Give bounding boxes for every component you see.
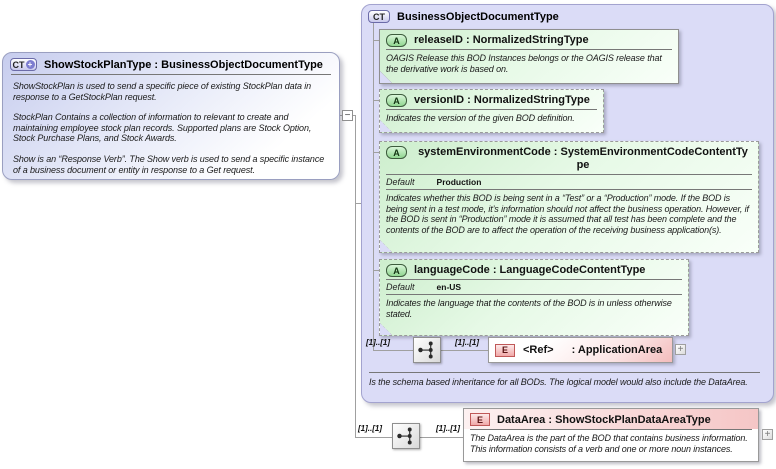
attribute-description: Indicates the language that the contents… xyxy=(386,298,672,319)
bod-title: BusinessObjectDocumentType xyxy=(397,10,559,23)
attribute-icon: A xyxy=(386,34,407,47)
divider xyxy=(470,429,752,430)
attribute-title: versionID : NormalizedStringType xyxy=(414,94,590,106)
element-type-label: : ApplicationArea xyxy=(571,344,663,356)
showstockplantype-annotation: ShowStockPlan is used to send a specific… xyxy=(3,75,339,175)
divider xyxy=(386,174,752,175)
element-ref-label: <Ref> xyxy=(523,344,554,356)
collapse-toggle-button[interactable]: − xyxy=(342,110,353,121)
ct-letters: CT xyxy=(12,59,25,70)
annotation-paragraph: Show is an “Response Verb”. The Show ver… xyxy=(13,153,325,175)
showstockplantype-node[interactable]: CT + ShowStockPlanType : BusinessObjectD… xyxy=(2,52,340,180)
attribute-systemenvironmentcode[interactable]: A systemEnvironmentCode : SystemEnvironm… xyxy=(379,141,759,253)
complex-type-icon: CT xyxy=(368,10,390,23)
element-title: DataArea : ShowStockPlanDataAreaType xyxy=(497,413,711,426)
default-row: Default Production xyxy=(380,175,758,189)
complex-type-extension-icon: CT + xyxy=(10,58,37,71)
element-header: E DataArea : ShowStockPlanDataAreaType xyxy=(464,409,758,429)
expand-dataarea-button[interactable]: + xyxy=(762,429,773,440)
connector-to-base-type xyxy=(355,203,362,204)
attribute-description: OAGIS Release this BOD Instances belongs… xyxy=(386,53,662,74)
expand-applicationarea-button[interactable]: + xyxy=(675,344,686,355)
attribute-languagecode[interactable]: A languageCode : LanguageCodeContentType… xyxy=(379,259,689,336)
attribute-icon: A xyxy=(386,264,407,277)
attribute-title: releaseID : NormalizedStringType xyxy=(414,34,589,46)
bod-annotation: Is the schema based inheritance for all … xyxy=(369,377,748,387)
tree-tick xyxy=(373,270,379,271)
cardinality-label: [1]..[1] xyxy=(358,424,382,433)
divider xyxy=(11,74,331,75)
attribute-tree-line xyxy=(373,23,374,350)
attribute-header: A releaseID : NormalizedStringType xyxy=(380,30,678,49)
attribute-header: A systemEnvironmentCode : SystemEnvironm… xyxy=(380,142,758,174)
derived-plus-icon: + xyxy=(25,60,35,69)
divider xyxy=(386,49,672,50)
attribute-header: A versionID : NormalizedStringType xyxy=(380,90,603,109)
default-value: en-US xyxy=(436,282,462,292)
connector-to-dataarea xyxy=(420,437,463,438)
attribute-versionid[interactable]: A versionID : NormalizedStringType Indic… xyxy=(379,89,604,133)
tree-tick xyxy=(373,40,379,41)
tree-tick xyxy=(373,152,379,153)
cardinality-label: [1]..[1] xyxy=(455,338,479,347)
corner-bevel xyxy=(380,323,392,335)
divider xyxy=(386,279,682,280)
divider xyxy=(369,372,760,373)
attribute-description: Indicates the version of the given BOD d… xyxy=(386,113,575,123)
bod-header: CT BusinessObjectDocumentType xyxy=(362,5,773,25)
sequence-icon[interactable] xyxy=(413,337,441,363)
annotation-paragraph: StockPlan Contains a collection of infor… xyxy=(13,112,312,144)
connector-trunk xyxy=(355,115,356,437)
divider xyxy=(386,189,752,190)
attribute-icon: A xyxy=(386,94,407,107)
element-icon: E xyxy=(470,413,490,426)
attribute-title: languageCode : LanguageCodeContentType xyxy=(414,264,646,276)
divider xyxy=(386,109,597,110)
attribute-releaseid[interactable]: A releaseID : NormalizedStringType OAGIS… xyxy=(379,29,679,84)
default-label: Default xyxy=(386,177,415,187)
sequence-glyph xyxy=(418,341,433,359)
tree-tick xyxy=(441,350,488,351)
divider xyxy=(386,294,682,295)
default-label: Default xyxy=(386,282,415,292)
dataarea-element[interactable]: E DataArea : ShowStockPlanDataAreaType T… xyxy=(463,408,759,462)
attribute-icon: A xyxy=(386,146,407,159)
element-description: The DataArea is the part of the BOD that… xyxy=(470,433,748,454)
sequence-icon[interactable] xyxy=(392,423,420,449)
businessobjectdocumenttype-node[interactable]: CT BusinessObjectDocumentType A releaseI… xyxy=(361,4,774,403)
attribute-title: systemEnvironmentCode : SystemEnvironmen… xyxy=(418,146,748,171)
tree-tick xyxy=(373,100,379,101)
cardinality-label: [1]..[1] xyxy=(366,338,390,347)
corner-bevel xyxy=(380,240,392,252)
default-row: Default en-US xyxy=(380,280,688,294)
showstockplantype-header: CT + ShowStockPlanType : BusinessObjectD… xyxy=(3,53,339,74)
connector-to-sequence xyxy=(355,437,392,438)
applicationarea-element[interactable]: E <Ref> : ApplicationArea xyxy=(488,337,673,363)
annotation-paragraph: ShowStockPlan is used to send a specific… xyxy=(13,81,312,102)
element-icon: E xyxy=(495,343,515,357)
default-value: Production xyxy=(436,177,482,187)
attribute-description: Indicates whether this BOD is being sent… xyxy=(386,193,749,235)
tree-tick xyxy=(373,350,413,351)
cardinality-label: [1]..[1] xyxy=(436,424,460,433)
showstockplantype-title: ShowStockPlanType : BusinessObjectDocume… xyxy=(44,58,323,71)
attribute-header: A languageCode : LanguageCodeContentType xyxy=(380,260,688,279)
sequence-glyph xyxy=(397,427,412,445)
